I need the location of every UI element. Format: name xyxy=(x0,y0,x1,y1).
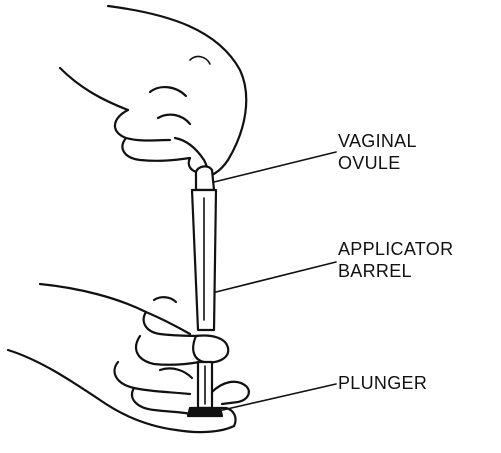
label-plunger: PLUNGER xyxy=(338,372,427,394)
vaginal-ovule xyxy=(196,166,214,190)
label-plunger-line1: PLUNGER xyxy=(338,372,427,394)
plunger-leader-line xyxy=(214,384,336,412)
label-applicator-barrel: APPLICATOR BARREL xyxy=(338,238,453,282)
ovule-leader-line xyxy=(214,152,336,182)
label-vaginal-ovule-line1: VAGINAL xyxy=(338,130,417,152)
barrel-leader-line xyxy=(216,262,336,292)
label-applicator-barrel-line1: APPLICATOR xyxy=(338,238,453,260)
label-vaginal-ovule: VAGINAL OVULE xyxy=(338,130,417,174)
label-vaginal-ovule-line2: OVULE xyxy=(338,152,417,174)
applicator-barrel xyxy=(192,190,216,330)
upper-hand xyxy=(60,6,246,182)
label-applicator-barrel-line2: BARREL xyxy=(338,260,453,282)
